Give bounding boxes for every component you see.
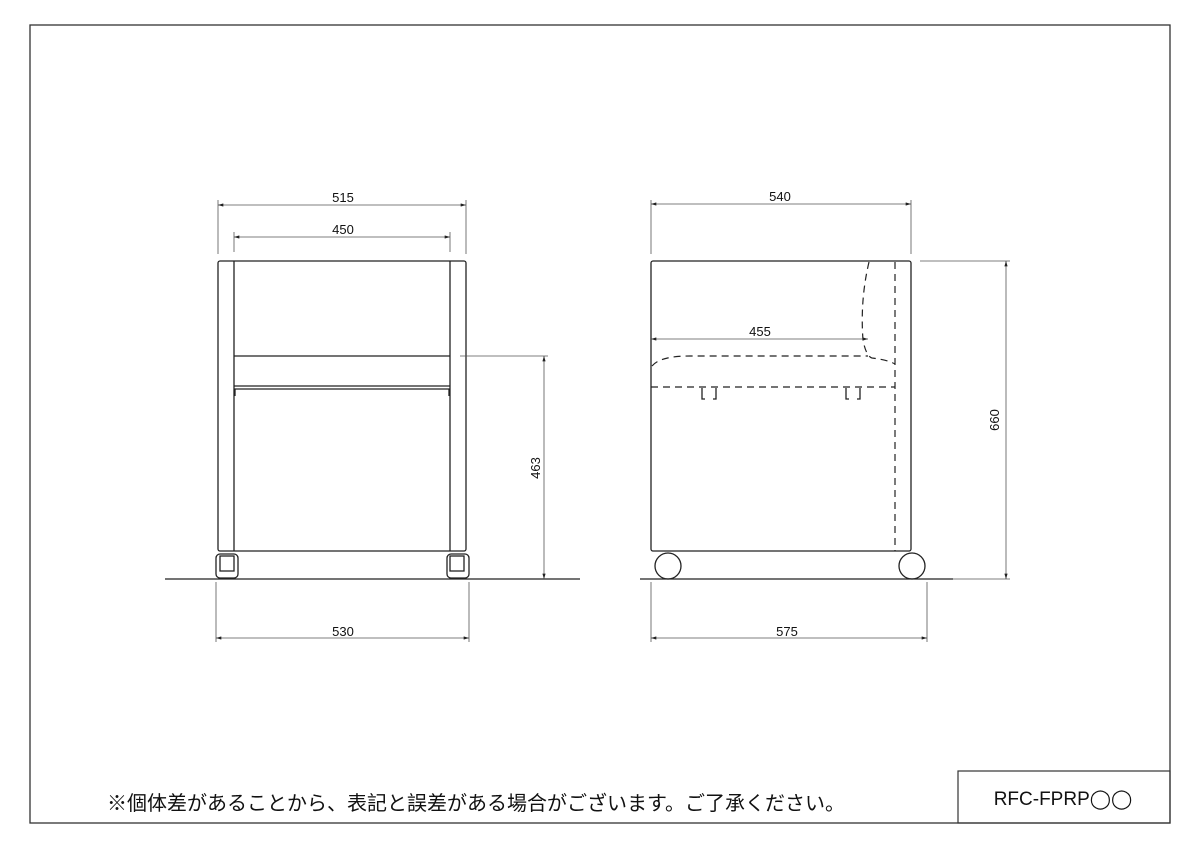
side-view (650, 260, 926, 580)
caster-side-right (898, 552, 926, 580)
front-view (215, 260, 470, 579)
model-code: RFC-FPRP◯◯ (994, 789, 1133, 810)
dim-depth-455: 455 (749, 324, 771, 339)
disclaimer-note: ※個体差があることから、表記と誤差がある場合がございます。ご了承ください。 (107, 791, 845, 815)
dim-width-515: 515 (332, 190, 354, 205)
caster-front-right (446, 553, 470, 579)
drawing-border (29, 24, 1171, 824)
dim-width-530: 530 (332, 624, 354, 639)
dim-depth-540: 540 (769, 189, 791, 204)
dim-depth-575: 575 (776, 624, 798, 639)
caster-front-left (215, 553, 239, 579)
title-block (957, 770, 1171, 824)
dim-height-660: 660 (987, 409, 1002, 431)
dim-width-450: 450 (332, 222, 354, 237)
caster-side-left (654, 552, 682, 580)
dim-height-463: 463 (528, 457, 543, 479)
